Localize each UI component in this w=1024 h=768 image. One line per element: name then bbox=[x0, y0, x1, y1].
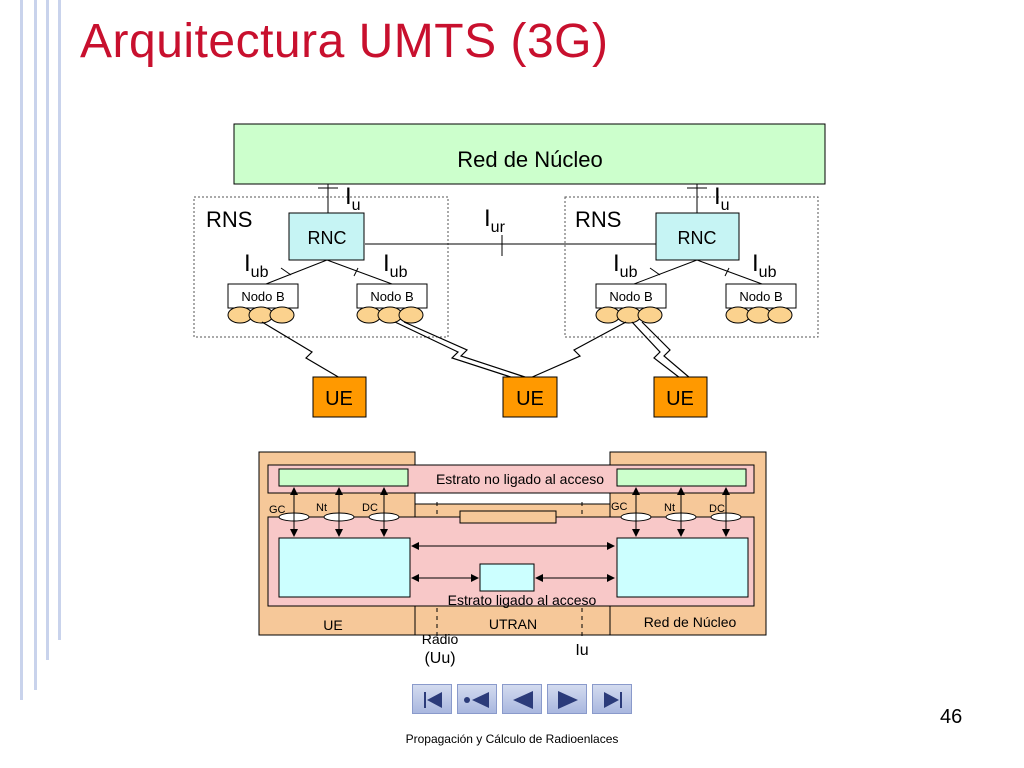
iub-tick bbox=[724, 267, 730, 277]
decorative-stripe bbox=[46, 0, 49, 660]
umts-architecture-diagram: Red de Núcleo RNS RNS Iu Iu Iur RNC RNC … bbox=[193, 123, 826, 418]
last-icon bbox=[604, 692, 622, 708]
last-slide-button[interactable] bbox=[592, 684, 632, 714]
iub-link bbox=[696, 259, 763, 285]
node-b: Nodo B bbox=[725, 283, 797, 324]
svg-text:Nodo B: Nodo B bbox=[739, 289, 782, 304]
iub-tick bbox=[280, 267, 292, 276]
rns-label-left: RNS bbox=[206, 207, 252, 232]
rns-box-right bbox=[564, 196, 819, 338]
strata-diagram: Estrato no ligado al acceso Estrato liga… bbox=[258, 451, 767, 667]
iub-label: Iub bbox=[752, 250, 777, 281]
iub-link bbox=[265, 259, 328, 285]
ue-label: UE bbox=[666, 388, 694, 410]
iub-label: Iub bbox=[383, 250, 408, 281]
core-network-label: Red de Núcleo bbox=[457, 147, 603, 172]
core-column-label: Red de Núcleo bbox=[644, 614, 737, 630]
ue-access-box bbox=[278, 537, 411, 598]
ue-label: UE bbox=[516, 388, 544, 410]
svg-text:Nodo B: Nodo B bbox=[241, 289, 284, 304]
ue-column-label: UE bbox=[323, 617, 342, 633]
iub-tick bbox=[649, 267, 661, 276]
iub-tick bbox=[353, 267, 359, 277]
ue-label: UE bbox=[325, 388, 353, 410]
nt-label: Nt bbox=[664, 502, 675, 514]
non-access-stratum-label: Estrato no ligado al acceso bbox=[436, 471, 604, 487]
iub-link bbox=[326, 259, 393, 285]
uu-interface-label: (Uu) bbox=[424, 650, 455, 667]
first-icon bbox=[424, 692, 442, 708]
rns-label-right: RNS bbox=[575, 207, 621, 232]
iub-link bbox=[633, 259, 698, 285]
gc-label: GC bbox=[269, 504, 286, 516]
utran-column-label: UTRAN bbox=[489, 616, 537, 632]
slide-title: Arquitectura UMTS (3G) bbox=[80, 15, 609, 68]
iu-label-left: Iu bbox=[345, 183, 361, 214]
core-access-box bbox=[616, 537, 749, 598]
access-stratum-label: Estrato ligado al acceso bbox=[448, 592, 597, 608]
iu-interface-label: Iu bbox=[575, 642, 588, 659]
ue-box bbox=[653, 376, 708, 418]
utran-access-box bbox=[479, 563, 535, 592]
dc-label: DC bbox=[709, 503, 725, 515]
previous-icon bbox=[513, 691, 533, 709]
utran-top-block bbox=[459, 510, 557, 524]
node-b: Nodo B bbox=[356, 283, 428, 324]
non-access-stratum-box bbox=[278, 468, 409, 487]
non-access-stratum-box bbox=[616, 468, 747, 487]
next-icon bbox=[558, 691, 578, 709]
iub-label: Iub bbox=[244, 250, 269, 281]
sap-arrows bbox=[290, 487, 730, 537]
ue-box bbox=[312, 376, 367, 418]
svg-text:Nodo B: Nodo B bbox=[370, 289, 413, 304]
nt-label: Nt bbox=[316, 502, 327, 514]
rnc-label-left: RNC bbox=[308, 228, 347, 248]
interface-lines bbox=[436, 502, 583, 636]
rnc-label-right: RNC bbox=[678, 228, 717, 248]
decorative-stripe bbox=[58, 0, 61, 640]
gc-label: GC bbox=[611, 501, 628, 513]
page-number: 46 bbox=[940, 706, 963, 728]
last-viewed-button[interactable] bbox=[457, 684, 497, 714]
dc-label: DC bbox=[362, 502, 378, 514]
previous-slide-button[interactable] bbox=[502, 684, 542, 714]
radio-links bbox=[261, 321, 691, 381]
next-slide-button[interactable] bbox=[547, 684, 587, 714]
ue-box bbox=[502, 376, 558, 418]
first-slide-button[interactable] bbox=[412, 684, 452, 714]
node-b: Nodo B bbox=[227, 283, 299, 324]
node-b: Nodo B bbox=[595, 283, 667, 324]
footer-text: Propagación y Cálculo de Radioenlaces bbox=[405, 732, 619, 746]
iub-label: Iub bbox=[613, 250, 638, 281]
iur-label: Iur bbox=[484, 205, 506, 236]
rns-box-left bbox=[193, 196, 449, 338]
radio-interface-label: Radio bbox=[422, 631, 459, 647]
decorative-stripe bbox=[34, 0, 37, 690]
core-network-box bbox=[233, 123, 826, 185]
slide-navigation bbox=[412, 684, 634, 714]
iu-label-right: Iu bbox=[714, 183, 730, 214]
peer-arrows bbox=[411, 542, 615, 582]
return-icon bbox=[464, 692, 489, 708]
svg-text:Nodo B: Nodo B bbox=[609, 289, 652, 304]
decorative-stripe bbox=[20, 0, 23, 700]
